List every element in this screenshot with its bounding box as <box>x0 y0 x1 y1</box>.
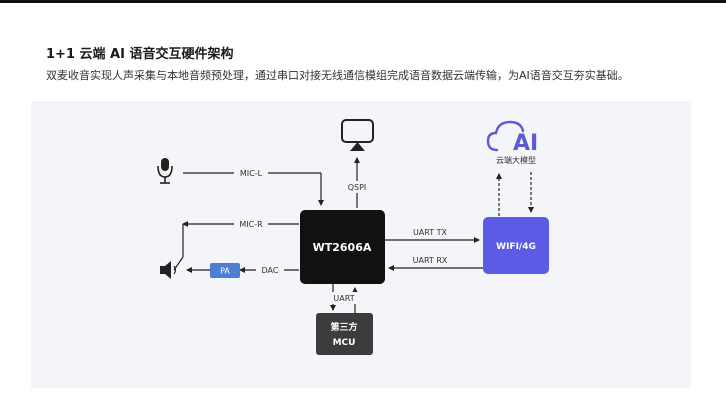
display-icon <box>341 119 374 151</box>
wifi-label: WIFI/4G <box>496 242 536 252</box>
mcu-label-line1: 第三方 <box>330 321 357 333</box>
uart-rx-label: UART RX <box>413 256 448 265</box>
cloud-ai-icon: AI <box>486 120 538 156</box>
dac-label: DAC <box>262 266 279 275</box>
microphone-icon <box>157 158 173 184</box>
mic-l-label: MIC-L <box>240 169 263 178</box>
uart-tx-label: UART TX <box>413 228 448 237</box>
mcu-box <box>316 313 373 355</box>
qspi-label: QSPI <box>348 183 367 192</box>
wifi-4g-box <box>483 217 549 274</box>
top-bar <box>0 0 726 3</box>
wt2606a-chip <box>300 210 385 284</box>
page-title: 1+1 云端 AI 语音交互硬件架构 <box>46 47 234 62</box>
pa-label: PA <box>220 267 230 276</box>
cloud-ai-text: AI <box>513 131 538 156</box>
uart-label: UART <box>333 294 354 303</box>
chip-label: WT2606A <box>313 241 372 254</box>
mcu-label-line2: MCU <box>333 338 356 348</box>
page-subtitle: 双麦收音实现人声采集与本地音频预处理，通过串口对接无线通信模组完成语音数据云端传… <box>46 69 629 82</box>
pa-box <box>210 263 240 278</box>
mic-r-label: MIC-R <box>239 220 263 229</box>
speaker-icon <box>160 261 177 279</box>
cloud-model-label: 云端大模型 <box>496 155 536 165</box>
